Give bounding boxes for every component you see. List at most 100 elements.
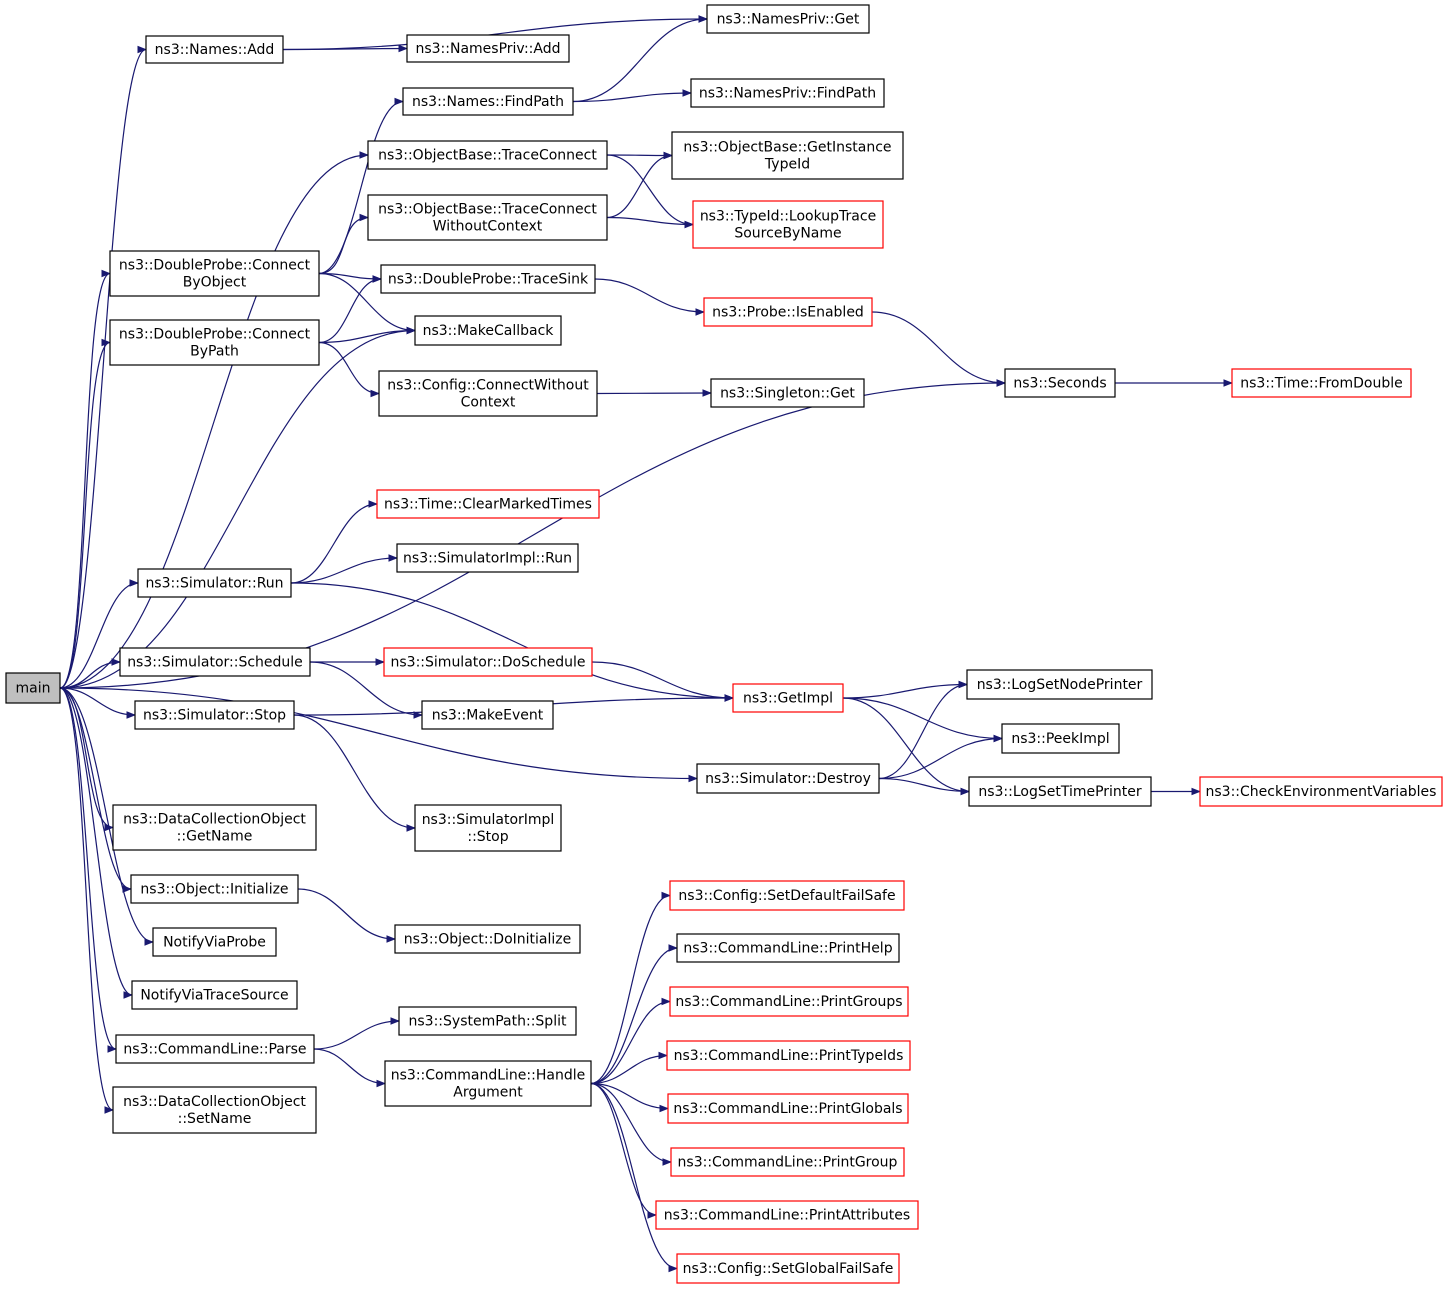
node-getimpl[interactable]: ns3::GetImpl: [732, 683, 844, 713]
node-box[interactable]: [670, 1147, 905, 1177]
node-box[interactable]: [130, 874, 299, 904]
node-object-doinitialize[interactable]: ns3::Object::DoInitialize: [394, 924, 581, 954]
node-cl-printattributes[interactable]: ns3::CommandLine::PrintAttributes: [655, 1200, 919, 1230]
node-sim-doschedule[interactable]: ns3::Simulator::DoSchedule: [383, 647, 593, 677]
node-box[interactable]: [666, 1040, 911, 1071]
node-box[interactable]: [406, 34, 570, 63]
node-box[interactable]: [394, 924, 581, 954]
node-makeevent[interactable]: ns3::MakeEvent: [421, 700, 554, 730]
node-ob-traceconnect[interactable]: ns3::ObjectBase::TraceConnect: [367, 140, 608, 170]
node-box[interactable]: [152, 927, 277, 957]
node-simimpl-run[interactable]: ns3::SimulatorImpl::Run: [396, 543, 579, 573]
node-peekimpl[interactable]: ns3::PeekImpl: [1001, 723, 1120, 754]
node-sim-run[interactable]: ns3::Simulator::Run: [137, 568, 292, 598]
node-lognodeprinter[interactable]: ns3::LogSetNodePrinter: [966, 669, 1153, 700]
node-box[interactable]: [367, 194, 608, 241]
node-box[interactable]: [137, 568, 292, 598]
node-box[interactable]: [669, 880, 905, 911]
node-main[interactable]: main: [5, 672, 61, 704]
node-simimpl-stop[interactable]: ns3::SimulatorImpl::Stop: [414, 804, 562, 852]
node-box[interactable]: [1231, 368, 1412, 398]
node-box[interactable]: [398, 1006, 577, 1036]
node-sim-schedule[interactable]: ns3::Simulator::Schedule: [119, 647, 311, 677]
node-dco-setname[interactable]: ns3::DataCollectionObject::SetName: [112, 1086, 317, 1134]
node-cl-printtypeids[interactable]: ns3::CommandLine::PrintTypeIds: [666, 1040, 911, 1071]
node-box[interactable]: [383, 647, 593, 677]
node-box[interactable]: [131, 980, 298, 1010]
node-notifyviaprobe[interactable]: NotifyViaProbe: [152, 927, 277, 957]
node-box[interactable]: [703, 297, 873, 327]
node-box[interactable]: [655, 1200, 919, 1230]
node-box[interactable]: [732, 683, 844, 713]
node-box[interactable]: [671, 131, 904, 180]
node-box[interactable]: [109, 319, 320, 366]
node-box[interactable]: [376, 489, 600, 519]
node-box[interactable]: [1004, 368, 1116, 398]
node-probe-isenabled[interactable]: ns3::Probe::IsEnabled: [703, 297, 873, 327]
node-systempath-split[interactable]: ns3::SystemPath::Split: [398, 1006, 577, 1036]
node-box[interactable]: [414, 315, 562, 346]
node-box[interactable]: [112, 804, 317, 851]
node-sim-stop[interactable]: ns3::Simulator::Stop: [134, 700, 295, 730]
node-box[interactable]: [112, 1086, 317, 1134]
node-config-setglobalfailsafe[interactable]: ns3::Config::SetGlobalFailSafe: [676, 1253, 900, 1284]
node-cl-printhelp[interactable]: ns3::CommandLine::PrintHelp: [676, 933, 900, 963]
node-logtimeprinter[interactable]: ns3::LogSetTimePrinter: [968, 776, 1152, 807]
node-box[interactable]: [966, 669, 1153, 700]
node-time-fromdouble[interactable]: ns3::Time::FromDouble: [1231, 368, 1412, 398]
node-cl-printgroups[interactable]: ns3::CommandLine::PrintGroups: [669, 986, 909, 1017]
node-box[interactable]: [414, 804, 562, 852]
node-makecallback[interactable]: ns3::MakeCallback: [414, 315, 562, 346]
node-cl-printgroup[interactable]: ns3::CommandLine::PrintGroup: [670, 1147, 905, 1177]
node-checkenv[interactable]: ns3::CheckEnvironmentVariables: [1199, 776, 1443, 807]
node-box[interactable]: [690, 78, 885, 108]
node-box[interactable]: [696, 763, 880, 794]
node-box[interactable]: [402, 87, 574, 116]
node-box[interactable]: [378, 370, 598, 417]
node-box[interactable]: [1001, 723, 1120, 754]
node-dp-tracesink[interactable]: ns3::DoubleProbe::TraceSink: [380, 264, 596, 294]
node-box[interactable]: [384, 1060, 592, 1107]
node-box[interactable]: [667, 1093, 909, 1124]
node-namespriv-findpath[interactable]: ns3::NamesPriv::FindPath: [690, 78, 885, 108]
node-box[interactable]: [5, 672, 61, 704]
node-dco-getname[interactable]: ns3::DataCollectionObject::GetName: [112, 804, 317, 851]
node-ob-traceconnectwoc[interactable]: ns3::ObjectBase::TraceConnectWithoutCont…: [367, 194, 608, 241]
node-box[interactable]: [109, 250, 320, 297]
node-box[interactable]: [676, 1253, 900, 1284]
node-box[interactable]: [968, 776, 1152, 807]
node-namespriv-add[interactable]: ns3::NamesPriv::Add: [406, 34, 570, 63]
node-names-findpath[interactable]: ns3::Names::FindPath: [402, 87, 574, 116]
node-box[interactable]: [676, 933, 900, 963]
node-box[interactable]: [710, 378, 865, 408]
node-object-initialize[interactable]: ns3::Object::Initialize: [130, 874, 299, 904]
node-box[interactable]: [380, 264, 596, 294]
node-notifyviatracesource[interactable]: NotifyViaTraceSource: [131, 980, 298, 1010]
node-box[interactable]: [119, 647, 311, 677]
node-time-clearmarked[interactable]: ns3::Time::ClearMarkedTimes: [376, 489, 600, 519]
node-names-add[interactable]: ns3::Names::Add: [145, 35, 284, 64]
node-seconds[interactable]: ns3::Seconds: [1004, 368, 1116, 398]
node-box[interactable]: [692, 200, 884, 249]
node-cl-printglobals[interactable]: ns3::CommandLine::PrintGlobals: [667, 1093, 909, 1124]
node-box[interactable]: [706, 4, 870, 34]
node-box[interactable]: [669, 986, 909, 1017]
node-box[interactable]: [1199, 776, 1443, 807]
node-singleton-get[interactable]: ns3::Singleton::Get: [710, 378, 865, 408]
node-box[interactable]: [367, 140, 608, 170]
node-box[interactable]: [421, 700, 554, 730]
node-box[interactable]: [134, 700, 295, 730]
node-cl-parse[interactable]: ns3::CommandLine::Parse: [115, 1034, 315, 1064]
node-box[interactable]: [145, 35, 284, 64]
node-sim-destroy[interactable]: ns3::Simulator::Destroy: [696, 763, 880, 794]
node-box[interactable]: [115, 1034, 315, 1064]
node-config-setdefaultfailsafe[interactable]: ns3::Config::SetDefaultFailSafe: [669, 880, 905, 911]
node-namespriv-get[interactable]: ns3::NamesPriv::Get: [706, 4, 870, 34]
node-box[interactable]: [396, 543, 579, 573]
